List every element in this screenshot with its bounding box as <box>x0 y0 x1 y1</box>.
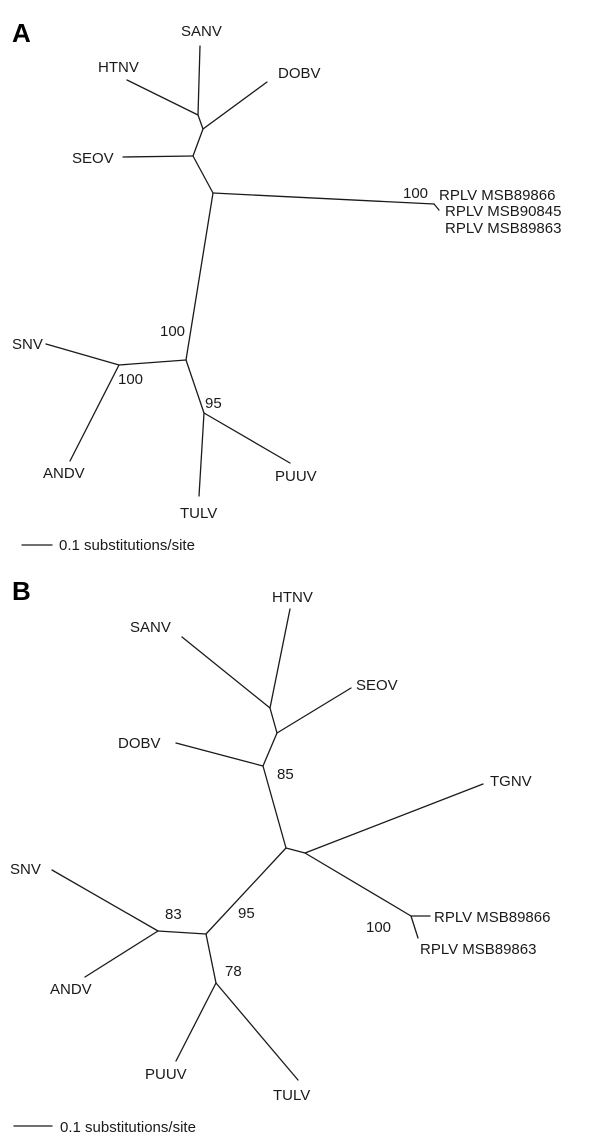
branch-sanv <box>181 636 271 709</box>
taxon-tulv: TULV <box>180 505 217 522</box>
taxon-rplv-msb89863: RPLV MSB89863 <box>445 220 561 237</box>
panel-b-branches <box>51 608 484 1081</box>
taxon-tulv: TULV <box>273 1087 310 1104</box>
branch-seov <box>276 687 352 734</box>
panel-a-scale-bar: 0.1 substitutions/site <box>21 537 195 554</box>
branch-seov-node-stem <box>262 732 278 767</box>
support-main-internal: 95 <box>238 905 255 922</box>
branch-tulv <box>198 412 205 497</box>
branch-dobv <box>175 742 264 767</box>
taxon-tgnv: TGNV <box>490 773 532 790</box>
taxon-snv: SNV <box>12 336 43 353</box>
branch-snv-andv-stem <box>157 930 207 935</box>
panel-a-branches <box>45 45 440 497</box>
branch-snv <box>45 343 120 366</box>
branch-seov-node-stem <box>192 155 214 194</box>
branch-seov <box>122 155 194 158</box>
branch-sanv <box>197 45 201 116</box>
panel-a-label: A <box>12 18 31 48</box>
branch-puuv <box>203 412 291 464</box>
support-dobv-node: 85 <box>277 766 294 783</box>
branch-dobv <box>202 81 268 130</box>
branch-andv <box>84 930 159 978</box>
branch-htnv <box>126 79 199 116</box>
taxon-andv: ANDV <box>50 981 92 998</box>
branch-rplv-stem <box>212 192 435 205</box>
taxon-htnv: HTNV <box>272 589 313 606</box>
taxon-seov: SEOV <box>356 677 398 694</box>
taxon-sanv: SANV <box>181 23 222 40</box>
branch-tgnv <box>304 783 484 854</box>
branch-tgnv-rplv-stem <box>285 847 306 854</box>
support-rplv-clade: 100 <box>403 185 428 202</box>
branch-hantaan-group-stem <box>262 765 287 849</box>
taxon-sanv: SANV <box>130 619 171 636</box>
panel-b-scale-bar: 0.1 substitutions/site <box>13 1119 196 1136</box>
branch-htnv-sanv-stem <box>269 707 278 734</box>
support-main-internal: 100 <box>160 323 185 340</box>
scale-bar-label: 0.1 substitutions/site <box>60 1119 196 1136</box>
taxon-dobv: DOBV <box>278 65 321 82</box>
panel-b: B HTNV SANV SEOV DOBV <box>10 576 550 1136</box>
taxon-andv: ANDV <box>43 465 85 482</box>
panel-a-taxa: SANV HTNV DOBV SEOV RPLV MSB89866 RPLV M… <box>12 23 561 522</box>
taxon-dobv: DOBV <box>118 735 161 752</box>
panel-b-taxa: HTNV SANV SEOV DOBV TGNV RPLV MSB89866 R… <box>10 589 550 1104</box>
taxon-rplv-msb89866: RPLV MSB89866 <box>439 187 555 204</box>
panel-a: A SANV HTNV DOBV <box>12 18 561 554</box>
panel-b-support-values: 85 100 83 95 78 <box>165 766 391 980</box>
taxon-rplv-msb89863: RPLV MSB89863 <box>420 941 536 958</box>
branch-htnv <box>269 608 291 709</box>
branch-tulv <box>215 982 299 1081</box>
support-snv-andv: 83 <box>165 906 182 923</box>
branch-rplv-twig <box>433 203 440 211</box>
branch-sanv-htnv-node <box>197 114 204 130</box>
taxon-seov: SEOV <box>72 150 114 167</box>
taxon-rplv-msb90845: RPLV MSB90845 <box>445 203 561 220</box>
support-snv-andv: 100 <box>118 371 143 388</box>
panel-a-support-values: 100 100 100 95 <box>118 185 428 412</box>
scale-bar-label: 0.1 substitutions/site <box>59 537 195 554</box>
branch-hantaan-group-stem <box>192 128 204 157</box>
support-puuv-tulv: 95 <box>205 395 222 412</box>
branch-rplv-stem <box>304 852 412 917</box>
panel-b-label: B <box>12 576 31 606</box>
support-rplv-clade: 100 <box>366 919 391 936</box>
branch-main-internal <box>185 192 214 361</box>
branch-andv <box>69 364 120 462</box>
taxon-htnv: HTNV <box>98 59 139 76</box>
taxon-puuv: PUUV <box>275 468 317 485</box>
branch-puuv-tulv-stem <box>205 933 217 984</box>
branch-puuv <box>175 982 217 1062</box>
branch-main-internal <box>205 847 287 935</box>
taxon-rplv-msb89866: RPLV MSB89866 <box>434 909 550 926</box>
taxon-puuv: PUUV <box>145 1066 187 1083</box>
branch-rplv-msb89863 <box>410 915 419 939</box>
branch-snv-andv-stem <box>118 359 187 366</box>
support-puuv-tulv: 78 <box>225 963 242 980</box>
taxon-snv: SNV <box>10 861 41 878</box>
branch-puuv-tulv-stem <box>185 359 205 414</box>
branch-snv <box>51 869 159 932</box>
